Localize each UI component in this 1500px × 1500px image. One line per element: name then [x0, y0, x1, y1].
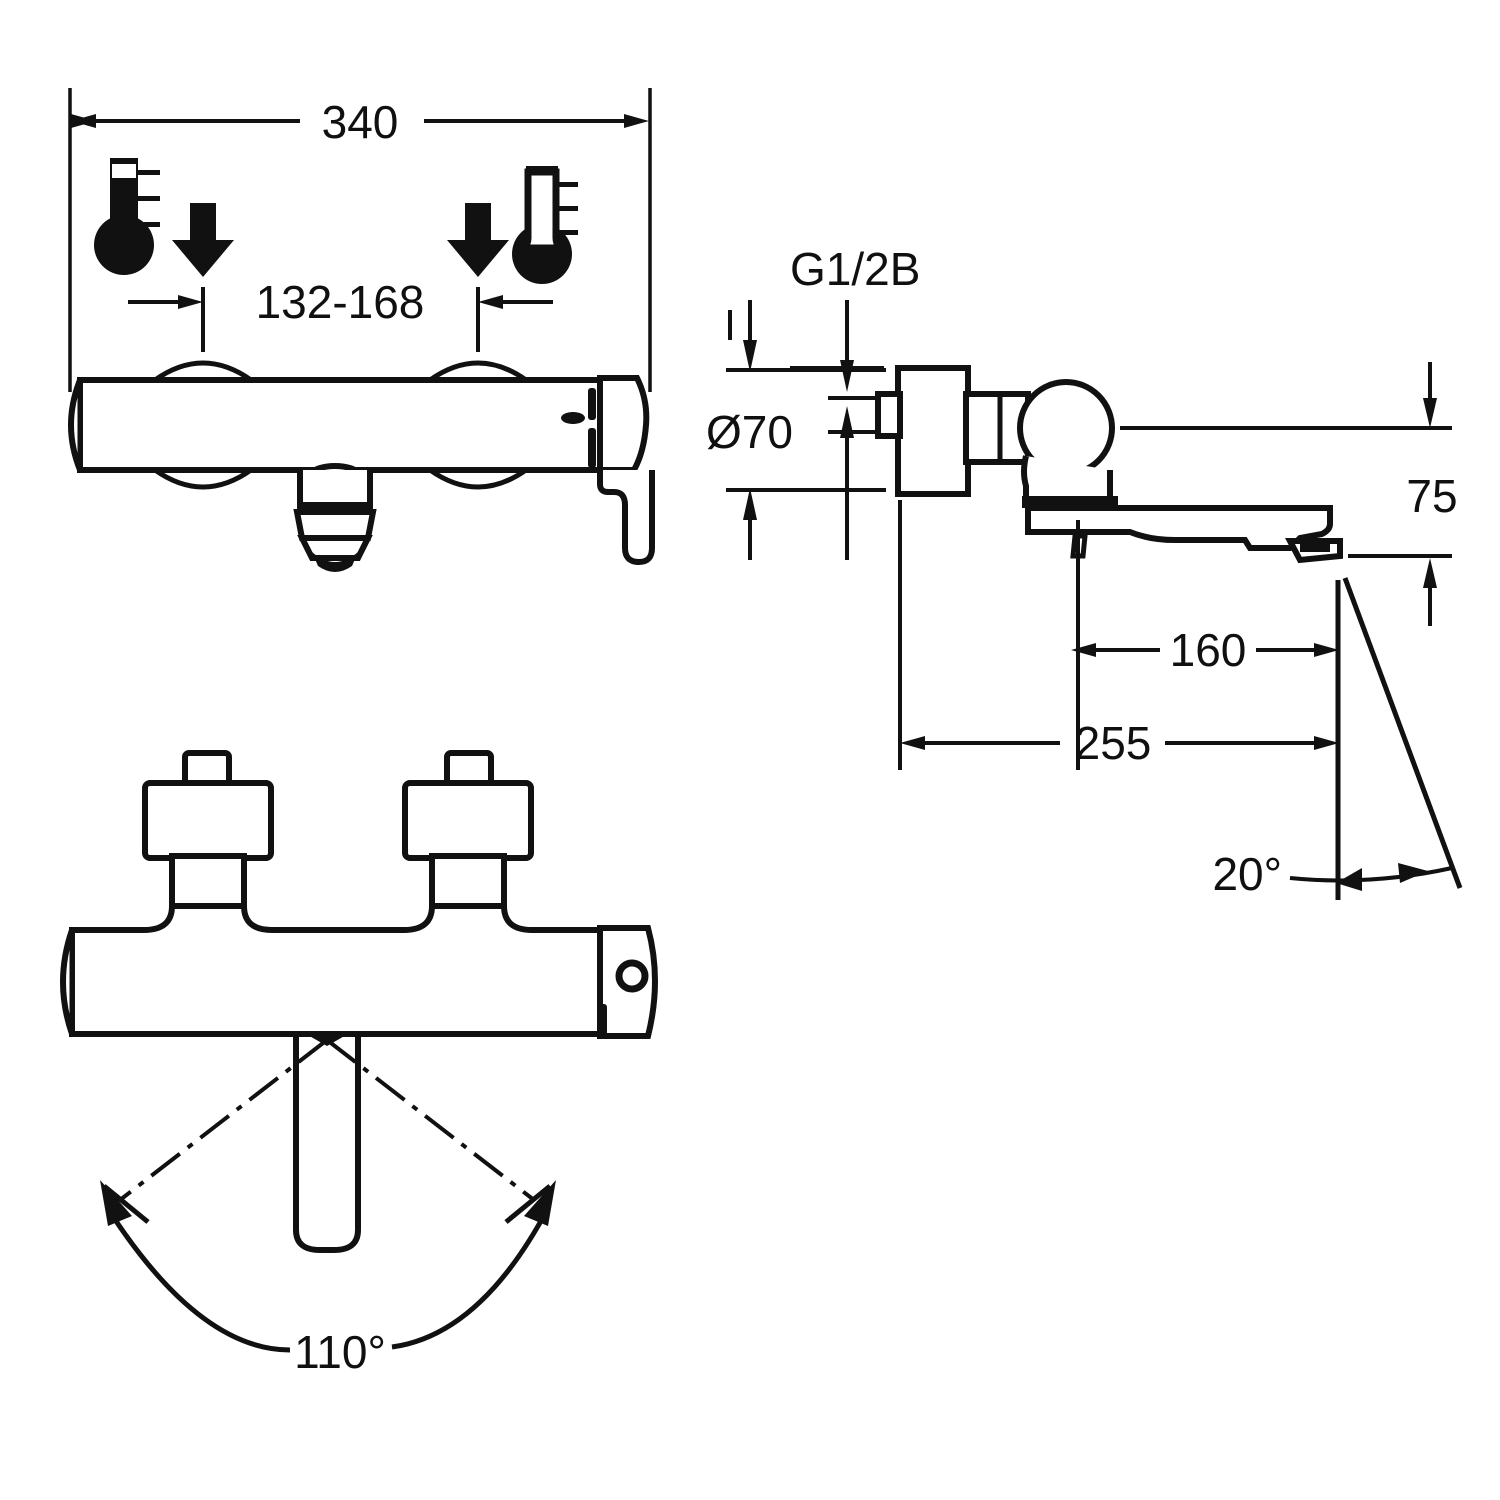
arrow-arc-right: [524, 1180, 556, 1226]
limit-tick-left: [102, 1184, 150, 1224]
inlet-nipple: [875, 391, 903, 439]
plan-spout-outline: [293, 1031, 361, 1253]
arrow-angle-right: [1398, 863, 1428, 883]
arrow-up-75: [1423, 558, 1437, 588]
arrow-up-d70: [743, 488, 757, 520]
arrow-inward-left: [178, 295, 203, 309]
arrow-right-160: [1314, 643, 1339, 657]
hot-arrow-down-icon: [172, 203, 234, 277]
note-label-g12b: G1/2B: [790, 243, 920, 295]
swivel-arc-right: [391, 1208, 550, 1350]
dimension-label-75: 75: [1406, 470, 1457, 522]
arrow-inward-right: [478, 295, 503, 309]
centre-line-left: [118, 1038, 329, 1202]
arrow-down-75: [1423, 398, 1437, 428]
plan-indicator-hole: [615, 959, 649, 993]
angle-leg-line: [1342, 577, 1463, 889]
front-elevation-view: 340: [68, 88, 655, 572]
dimension-label-160: 160: [1170, 624, 1247, 676]
arrow-right: [624, 114, 649, 128]
plan-body-outline: [69, 903, 603, 1037]
cold-arrow-down-icon: [447, 203, 509, 277]
knob-left-cap: [142, 780, 274, 861]
side-elevation-view: G1/2B Ø70: [706, 243, 1463, 900]
shower-outlet-front: [293, 462, 377, 572]
dimension-label-255: 255: [1075, 717, 1152, 769]
dimension-spout-projection-short: 160: [1071, 624, 1339, 676]
spout-side: [1025, 505, 1343, 564]
dimension-label-132-168: 132-168: [256, 276, 425, 328]
dimension-label-340: 340: [322, 96, 399, 148]
cold-thermometer-icon: [512, 166, 578, 284]
wall-flange: [895, 365, 971, 497]
dimension-label-d70: Ø70: [706, 406, 793, 458]
dimension-inlet-centres: 132-168: [128, 276, 553, 352]
dimension-spout-projection-total: 255: [900, 717, 1339, 769]
dimension-label-110deg: 110°: [294, 1326, 386, 1378]
arrow-left-255: [900, 736, 925, 750]
plan-knob-right: [402, 750, 534, 909]
dimension-swivel-angle: 110°: [100, 1180, 556, 1378]
swivel-centre-lines: [102, 1038, 552, 1224]
dimension-escutcheon-diameter: Ø70: [706, 300, 886, 560]
hot-thermometer-icon: [94, 158, 160, 275]
knob-right-cap: [402, 780, 534, 861]
centre-line-right: [325, 1038, 536, 1202]
arrow-arc-left: [100, 1180, 132, 1226]
knob-left-collar: [169, 853, 247, 909]
spout-body: [1025, 505, 1333, 551]
mixer-body-front: [68, 375, 650, 473]
swivel-arc-left: [107, 1210, 291, 1353]
plan-body: [60, 903, 658, 1039]
lever-handle-front: [597, 470, 655, 566]
escutcheon-outlines-front: [153, 360, 528, 490]
arrow-left-160: [1071, 643, 1096, 657]
arrow-right-255: [1314, 736, 1339, 750]
plan-slot-mark: [598, 1004, 607, 1038]
escutcheon-side: [875, 365, 1031, 497]
angle-arc: [1289, 866, 1453, 883]
arrow-down-d70: [743, 340, 757, 372]
plan-view: 110°: [60, 750, 658, 1378]
plan-knob-left: [142, 750, 274, 909]
mixer-cap-side: [1017, 379, 1118, 508]
arrow-left: [71, 114, 96, 128]
dimension-spout-height: 75: [1348, 362, 1458, 626]
knob-right-collar: [429, 853, 507, 909]
dimension-label-20deg: 20°: [1212, 848, 1282, 900]
limit-tick-right: [504, 1184, 552, 1224]
dimension-aerator-angle: 20°: [1212, 577, 1463, 900]
dimension-overall-width: 340: [68, 88, 652, 392]
aerator-face: [1300, 542, 1330, 552]
plan-spout: [293, 1031, 361, 1253]
arrow-angle-left: [1336, 868, 1362, 891]
